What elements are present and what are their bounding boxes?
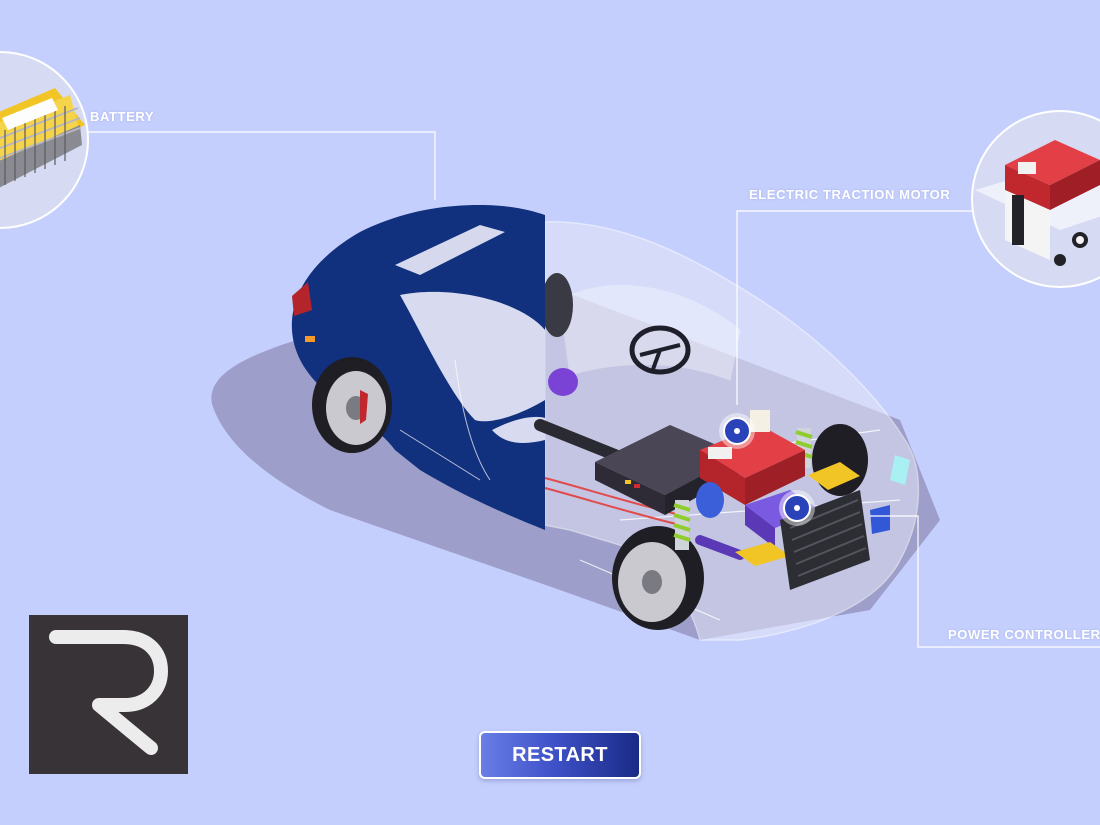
- yellow-component-bottom: [735, 542, 790, 566]
- restart-button[interactable]: RESTART: [479, 731, 641, 779]
- car-roof-highlight: [395, 225, 505, 275]
- car-side-marker: [305, 336, 315, 342]
- motor-callout-line: [736, 210, 972, 405]
- letter-r-logo-icon: [49, 630, 168, 755]
- rear-wheel: [312, 357, 392, 453]
- steering-wheel: [629, 325, 691, 375]
- car-body-blue: [291, 205, 545, 530]
- suspension-spring-left: [673, 500, 691, 550]
- battery-label: BATTERY: [90, 109, 155, 124]
- rear-inner-wheel: [541, 273, 573, 337]
- car-tail-light: [292, 282, 312, 316]
- electric-traction-motor: [700, 410, 805, 505]
- transparent-windshield: [559, 284, 741, 381]
- rear-motor-purple: [548, 368, 578, 396]
- controller-callout-line: [870, 515, 1100, 648]
- headlight: [890, 455, 910, 485]
- car-rear-window: [492, 416, 545, 443]
- battery-zoom-circle: [0, 51, 89, 229]
- power-controller-label: POWER CONTROLLER: [948, 627, 1100, 642]
- yellow-component-top: [808, 462, 860, 490]
- front-wheel: [612, 526, 704, 630]
- car-door-lines: [399, 359, 491, 481]
- electric-traction-motor-label: ELECTRIC TRACTION MOTOR: [749, 187, 951, 202]
- hotspot-target-icon[interactable]: [779, 490, 815, 526]
- hotspot-target-icon[interactable]: [719, 413, 755, 449]
- app-logo: [29, 615, 188, 774]
- right-front-wheel: [812, 424, 868, 496]
- motor-zoom-circle: [971, 110, 1100, 288]
- car-side-window: [400, 291, 545, 422]
- battery-callout-line: [80, 131, 436, 200]
